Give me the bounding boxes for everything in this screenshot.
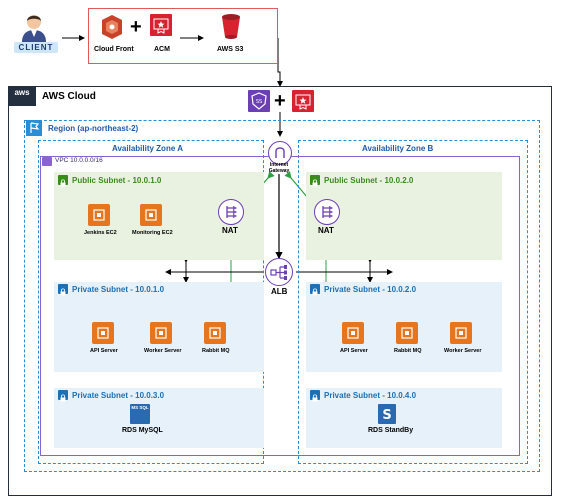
api-server-label: API Server — [90, 348, 118, 354]
worker-server-label: Worker Server — [144, 348, 182, 354]
cloudfront-label: Cloud Front — [94, 46, 134, 53]
aws-cloud-boundary — [8, 86, 552, 496]
lock-icon — [58, 390, 68, 402]
lock-icon — [58, 284, 68, 296]
ec2-icon — [92, 322, 114, 344]
svg-text:SS: SS — [256, 99, 262, 105]
nat-gateway-icon — [218, 199, 244, 225]
az-a-title: Availability Zone A — [112, 144, 183, 153]
plus-icon: + — [130, 16, 142, 38]
edge-services-box — [88, 8, 278, 64]
aws-cloud-title: AWS Cloud — [42, 91, 96, 102]
acm-label: ACM — [154, 46, 170, 53]
client-label-badge: CLIENT — [14, 42, 58, 53]
zone-b-private-subnet-title: Private Subnet - 10.0.2.0 — [324, 285, 417, 294]
worker-server-label: Worker Server — [444, 348, 482, 354]
rds-standby-icon: S — [378, 404, 396, 424]
monitoring-ec2-label: Monitoring EC2 — [132, 230, 173, 236]
ec2-icon — [88, 204, 110, 226]
rabbit-mq-label: Rabbit MQ — [394, 348, 422, 354]
cloudfront-icon — [100, 14, 124, 40]
waf-icon — [292, 90, 314, 112]
ec2-icon — [150, 322, 172, 344]
lock-icon — [310, 390, 320, 402]
zone-a-public-subnet-title: Public Subnet - 10.0.1.0 — [72, 176, 162, 185]
mssql-database-icon: MS SQL — [130, 404, 150, 424]
s3-icon — [220, 12, 242, 40]
ec2-icon — [450, 322, 472, 344]
s3-to-waf-arrow — [277, 38, 283, 87]
zone-b-public-subnet-title: Public Subnet - 10.0.2.0 — [324, 176, 414, 185]
lock-icon — [310, 284, 320, 296]
mssql-icon-text: MS SQL — [131, 405, 149, 410]
nat-label: NAT — [318, 226, 334, 235]
zone-a-db-subnet-title: Private Subnet - 10.0.3.0 — [72, 391, 165, 400]
alb-label: ALB — [271, 287, 288, 296]
region-title: Region (ap-northeast-2) — [48, 124, 139, 133]
region-flag-icon — [26, 120, 42, 136]
zone-a-db-subnet — [54, 388, 264, 448]
ec2-icon — [342, 322, 364, 344]
svg-text:S: S — [382, 408, 391, 423]
ec2-icon — [204, 322, 226, 344]
region-boundary — [24, 120, 540, 472]
zone-b-db-subnet — [306, 388, 502, 448]
internet-gateway-label: Internet Gateway — [268, 162, 290, 174]
lock-icon — [58, 175, 68, 187]
lock-icon — [310, 175, 320, 187]
plus-icon-2: + — [274, 90, 286, 112]
vpc-icon — [42, 157, 52, 166]
api-server-label: API Server — [340, 348, 368, 354]
acm-icon — [150, 14, 172, 36]
az-b-title: Availability Zone B — [362, 144, 434, 153]
ec2-icon — [396, 322, 418, 344]
nat-gateway-icon — [314, 199, 340, 225]
jenkins-ec2-label: Jenkins EC2 — [84, 230, 117, 236]
zone-a-private-subnet-title: Private Subnet - 10.0.1.0 — [72, 285, 165, 294]
zone-b-db-subnet-title: Private Subnet - 10.0.4.0 — [324, 391, 417, 400]
alb-icon — [265, 258, 293, 286]
ec2-icon — [140, 204, 162, 226]
shield-icon: SS — [248, 90, 270, 112]
rds-mysql-label: RDS MySQL — [122, 427, 163, 434]
internet-gateway-icon — [268, 141, 292, 165]
s3-label: AWS S3 — [217, 46, 244, 53]
client-avatar-icon — [18, 10, 50, 42]
az-b-boundary — [298, 140, 528, 464]
vpc-title: VPC 10.0.0.0/16 — [55, 157, 103, 164]
aws-logo: aws — [8, 86, 36, 106]
rds-standby-label: RDS StandBy — [368, 427, 414, 434]
rabbit-mq-label: Rabbit MQ — [202, 348, 230, 354]
nat-label: NAT — [222, 226, 238, 235]
